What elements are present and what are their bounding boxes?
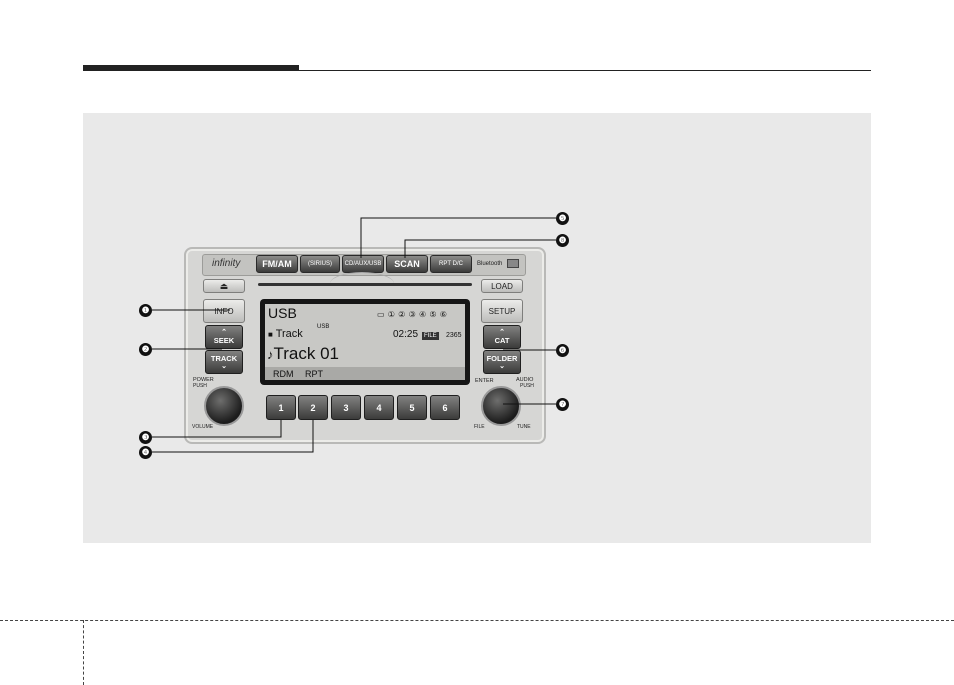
callout-6: ❻ bbox=[556, 344, 569, 357]
callout-5: ❺ bbox=[556, 212, 569, 225]
down-arrow-icon: ⌄ bbox=[499, 363, 505, 370]
enter-label: ENTER bbox=[475, 378, 494, 384]
setup-button[interactable]: SETUP bbox=[481, 299, 523, 323]
fm-am-button[interactable]: FM/AM bbox=[256, 255, 298, 273]
power-push-label: PUSH bbox=[193, 383, 207, 389]
scan-button[interactable]: SCAN bbox=[386, 255, 428, 273]
brand-logo: infinity bbox=[212, 258, 241, 269]
audio-label: AUDIO bbox=[516, 377, 534, 383]
up-arrow-icon: ⌃ bbox=[221, 329, 227, 336]
random-mode: RDM bbox=[273, 369, 294, 379]
eject-button[interactable]: ⏏ bbox=[203, 279, 245, 293]
tune-label: TUNE bbox=[517, 424, 531, 430]
file-count: 2365 bbox=[446, 332, 462, 339]
sirius-button[interactable]: (SIRIUS) bbox=[300, 255, 340, 273]
audio-push-label: PUSH bbox=[520, 383, 534, 389]
track-button[interactable]: TRACK ⌄ bbox=[205, 350, 243, 374]
seek-button[interactable]: ⌃ SEEK bbox=[205, 325, 243, 349]
tune-knob[interactable] bbox=[481, 386, 521, 426]
callout-8: ❽ bbox=[556, 234, 569, 247]
power-volume-knob[interactable] bbox=[204, 386, 244, 426]
down-arrow-icon: ⌄ bbox=[221, 363, 227, 370]
bluetooth-label: Bluetooth bbox=[477, 261, 503, 267]
preset-button-6[interactable]: 6 bbox=[430, 395, 460, 420]
disc-slot-arc bbox=[330, 272, 394, 295]
header-rule bbox=[299, 70, 871, 71]
file-badge: FILE bbox=[422, 332, 439, 340]
track-label-text: Track bbox=[275, 328, 303, 340]
folder-icon: ■ bbox=[268, 330, 273, 339]
callout-2: ❷ bbox=[139, 343, 152, 356]
cat-label: CAT bbox=[494, 336, 510, 345]
track-name-row: ♪Track 01 bbox=[267, 344, 339, 365]
footer-divider bbox=[83, 620, 84, 685]
callout-7: ❼ bbox=[556, 398, 569, 411]
folder-button[interactable]: FOLDER ⌄ bbox=[483, 350, 521, 374]
repeat-mode: RPT bbox=[305, 369, 323, 379]
preset-button-2[interactable]: 2 bbox=[298, 395, 328, 420]
seek-label: SEEK bbox=[213, 336, 235, 345]
play-time: 02:25 bbox=[393, 329, 419, 340]
file-knob-label: FILE bbox=[474, 424, 485, 430]
disc-slot bbox=[258, 283, 472, 286]
preset-button-1[interactable]: 1 bbox=[266, 395, 296, 420]
info-button[interactable]: INFO bbox=[203, 299, 245, 323]
cat-button[interactable]: ⌃ CAT bbox=[483, 325, 521, 349]
preset-button-3[interactable]: 3 bbox=[331, 395, 361, 420]
track-label: TRACK bbox=[210, 354, 238, 363]
sub-source-text: USB bbox=[317, 324, 330, 330]
preset-button-5[interactable]: 5 bbox=[397, 395, 427, 420]
lcd-mode-bar bbox=[265, 367, 465, 380]
callout-1: ❶ bbox=[139, 304, 152, 317]
music-note-icon: ♪ bbox=[267, 347, 274, 362]
disc-indicators: ▭ ① ② ③ ④ ⑤ ⑥ bbox=[377, 310, 448, 319]
power-label: POWER bbox=[193, 377, 214, 383]
rpt-dc-button[interactable]: RPT D/C bbox=[430, 255, 472, 273]
phone-icon bbox=[507, 259, 519, 268]
source-text: USB bbox=[268, 305, 297, 321]
load-button[interactable]: LOAD bbox=[481, 279, 523, 293]
preset-button-4[interactable]: 4 bbox=[364, 395, 394, 420]
callout-3: ❸ bbox=[139, 431, 152, 444]
up-arrow-icon: ⌃ bbox=[499, 329, 505, 336]
cd-aux-usb-button[interactable]: CD/AUX/USB bbox=[342, 255, 384, 273]
volume-label: VOLUME bbox=[192, 424, 214, 430]
header-bar bbox=[83, 65, 299, 71]
track-row: ■ Track bbox=[268, 328, 303, 341]
track-name: Track 01 bbox=[273, 344, 340, 363]
lcd-display: USB ▭ ① ② ③ ④ ⑤ ⑥ ■ Track USB 02:25 FILE… bbox=[265, 304, 465, 380]
folder-label: FOLDER bbox=[486, 354, 518, 363]
footer-rule bbox=[0, 620, 954, 621]
callout-4: ❹ bbox=[139, 446, 152, 459]
